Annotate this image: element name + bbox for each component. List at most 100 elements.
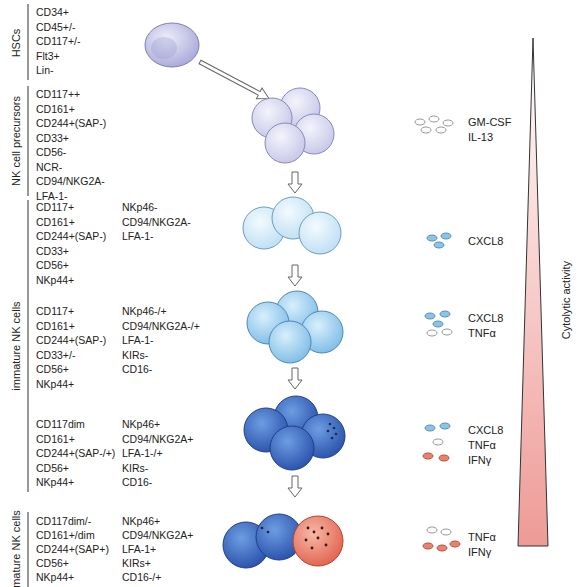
marker-label: NKp44+ — [36, 476, 74, 489]
marker-label: CD33+/- — [36, 349, 75, 362]
granule — [335, 433, 338, 436]
marker-label: CD117dim — [36, 418, 85, 431]
marker-label: CD94/NKG2A- — [36, 175, 105, 188]
marker-label: NKp46+ — [122, 515, 160, 528]
cytokine-symbol — [427, 235, 437, 241]
granule — [311, 547, 314, 550]
marker-label: NKp46- — [122, 201, 158, 214]
marker-label: CD16-/+ — [122, 571, 161, 584]
granule — [331, 437, 334, 440]
transition-arrow — [197, 57, 272, 104]
cytokine-symbol — [427, 330, 437, 336]
cytokine-symbol — [440, 423, 450, 429]
marker-label: KIRs+ — [122, 557, 151, 570]
cytokine-symbol — [439, 455, 449, 461]
marker-label: CD34+ — [36, 6, 69, 19]
cytokine-symbol — [440, 311, 450, 317]
granule — [333, 427, 336, 430]
marker-label: LFA-1- — [122, 230, 154, 243]
granule — [325, 544, 328, 547]
transition-arrow — [288, 476, 302, 497]
marker-label: CD244+(SAP-) — [36, 117, 106, 130]
granule — [327, 533, 330, 536]
cytokine-symbol — [421, 127, 431, 133]
cytokine-symbol — [442, 329, 452, 335]
marker-label: CD117+ — [36, 305, 74, 318]
axis-label: Cytolytic activity — [560, 261, 573, 339]
cytokine-label: CXCL8 — [468, 424, 503, 437]
granule — [267, 531, 270, 534]
marker-label: CD56+ — [36, 259, 69, 272]
marker-label: CD117+/- — [36, 35, 80, 48]
stage-bracket — [28, 512, 29, 587]
marker-label: CD56- — [36, 146, 66, 159]
cytokine-symbol — [423, 453, 433, 459]
stage-label: HSCs — [10, 27, 23, 60]
marker-label: CD56+ — [36, 557, 69, 570]
cytokine-label: CXCL8 — [468, 312, 503, 325]
cytokine-symbol — [450, 541, 460, 547]
marker-label: LFA-1- — [36, 190, 68, 203]
cytokine-label: IFNγ — [468, 546, 491, 559]
marker-label: CD244+(SAP+) — [36, 543, 109, 556]
granule — [307, 527, 310, 530]
granules — [261, 527, 330, 550]
marker-label: CD244+(SAP-/+) — [36, 447, 115, 460]
cytokine-label: TNFα — [468, 531, 496, 544]
marker-label: LFA-1-/+ — [122, 447, 163, 460]
activity-wedge — [518, 38, 548, 546]
cytokine-symbol — [427, 527, 437, 533]
cytokine-symbol — [425, 425, 435, 431]
cytokine-label: IFNγ — [468, 454, 491, 467]
marker-label: NKp44+ — [36, 571, 74, 584]
cytokine-symbols — [415, 116, 460, 551]
cytokine-symbol — [437, 545, 447, 551]
granule — [317, 537, 320, 540]
granule — [327, 430, 330, 433]
cytokine-symbol — [441, 529, 451, 535]
granule — [321, 527, 324, 530]
cytokine-symbol — [415, 119, 425, 125]
stage-bracket — [28, 200, 29, 492]
cytokine-symbol — [423, 543, 433, 549]
marker-label: CD56+ — [36, 363, 69, 376]
marker-label: NKp44+ — [36, 274, 74, 287]
granule — [305, 539, 308, 542]
marker-label: LFA-1- — [122, 334, 154, 347]
marker-label: LFA-1+ — [122, 543, 156, 556]
cytokine-label: TNFα — [468, 439, 496, 452]
marker-label: CD117+ — [36, 201, 74, 214]
transition-arrow — [288, 368, 302, 389]
cytokine-symbol — [441, 233, 451, 239]
immature-cell — [269, 321, 311, 363]
marker-label: CD16- — [122, 476, 152, 489]
mature-cell — [293, 516, 343, 566]
cytokine-symbol — [443, 120, 453, 126]
cytokine-label: IL-13 — [468, 131, 493, 144]
transition-arrow — [288, 265, 302, 286]
marker-label: CD33+ — [36, 245, 69, 258]
transition-arrow — [288, 172, 302, 193]
marker-label: CD94/NKG2A+ — [122, 433, 194, 446]
cytokine-symbol — [433, 321, 443, 327]
cytokine-label: GM-CSF — [468, 116, 511, 129]
marker-label: CD117dim/- — [36, 515, 91, 528]
marker-label: CD161+ — [36, 320, 75, 333]
cytokine-symbol — [425, 313, 435, 319]
marker-label: NKp46+ — [122, 418, 160, 431]
cytokine-symbol — [436, 127, 446, 133]
cytokine-symbol — [433, 439, 443, 445]
stage-bracket — [28, 4, 29, 80]
marker-label: CD161+ — [36, 103, 75, 116]
granule — [329, 423, 332, 426]
cytokine-symbol — [429, 116, 439, 122]
marker-label: CD244+(SAP-) — [36, 334, 106, 347]
granule — [261, 527, 264, 530]
marker-label: NKp46-/+ — [122, 305, 167, 318]
marker-label: NKp44+ — [36, 378, 74, 391]
stage-label: NK cell precursors — [10, 94, 23, 188]
granule — [313, 531, 316, 534]
marker-label: CD244+(SAP-) — [36, 230, 106, 243]
cytokine-label: TNFα — [468, 327, 496, 340]
